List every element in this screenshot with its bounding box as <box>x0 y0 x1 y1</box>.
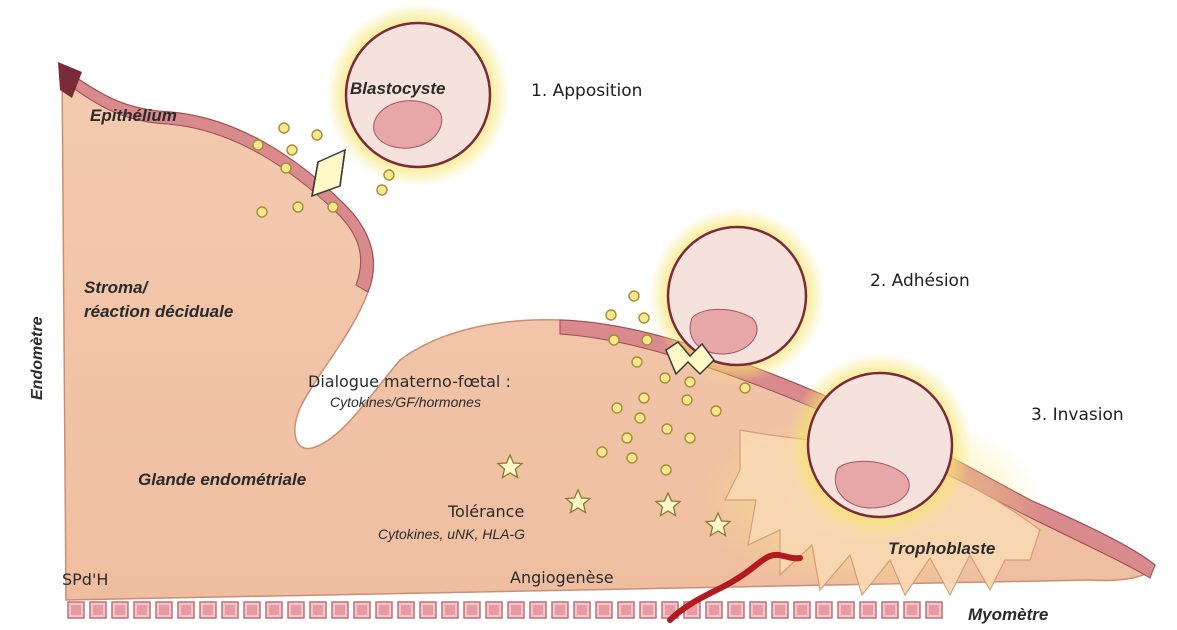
step-3-label: 3. Invasion <box>1031 405 1124 425</box>
signal-dot-icon <box>682 395 692 405</box>
signal-dot-icon <box>253 140 263 150</box>
signal-dot-icon <box>597 447 607 457</box>
signal-dot-icon <box>622 433 632 443</box>
step-2-label: 2. Adhésion <box>870 271 970 291</box>
signal-dot-icon <box>635 413 645 423</box>
label-stroma-line2: réaction déciduale <box>84 302 233 321</box>
label-dialogue-title: Dialogue materno-fœtal : <box>308 372 511 391</box>
adhesion-bond-icon <box>312 150 345 196</box>
label-tolerance-sub: Cytokines, uNK, HLA-G <box>378 526 525 542</box>
label-glande: Glande endométriale <box>138 470 306 489</box>
signal-dot-icon <box>685 433 695 443</box>
label-tolerance-title: Tolérance <box>447 502 524 521</box>
signal-dot-icon <box>257 207 267 217</box>
signal-dot-icon <box>711 406 721 416</box>
signal-dot-icon <box>661 465 671 475</box>
signal-dot-icon <box>740 383 750 393</box>
label-stroma-line1: Stroma/ <box>84 278 150 297</box>
signal-dot-icon <box>377 185 387 195</box>
signal-dot-icon <box>685 377 695 387</box>
signal-dot-icon <box>632 357 642 367</box>
signal-dot-icon <box>660 373 670 383</box>
label-angiogenese: Angiogenèse <box>510 568 614 587</box>
signal-dot-icon <box>642 335 652 345</box>
signal-dot-icon <box>662 424 672 434</box>
label-epithelium: Epithélium <box>90 106 177 125</box>
label-trophoblaste: Trophoblaste <box>888 539 995 558</box>
blastocyst-invasion <box>788 353 972 537</box>
label-dialogue-sub: Cytokines/GF/hormones <box>330 394 481 410</box>
signal-dot-icon <box>279 123 289 133</box>
signal-dot-icon <box>293 202 303 212</box>
signal-dot-icon <box>609 335 619 345</box>
signal-dot-icon <box>639 393 649 403</box>
signal-dot-icon <box>629 291 639 301</box>
step-1-label: 1. Apposition <box>531 81 642 101</box>
signal-dot-icon <box>639 313 649 323</box>
signal-dot-icon <box>328 202 338 212</box>
signal-dot-icon <box>312 130 322 140</box>
signal-dot-icon <box>612 403 622 413</box>
signal-dot-icon <box>281 163 291 173</box>
signal-dot-icon <box>606 310 616 320</box>
signal-dot-icon <box>627 453 637 463</box>
label-myometre: Myomètre <box>968 605 1048 624</box>
signature: SPd'H <box>62 570 108 589</box>
label-blastocyste: Blastocyste <box>350 79 445 98</box>
signal-dot-icon <box>287 145 297 155</box>
signal-dot-icon <box>384 170 394 180</box>
myometrium-band <box>66 601 946 621</box>
label-endometre: Endomètre <box>29 316 46 400</box>
